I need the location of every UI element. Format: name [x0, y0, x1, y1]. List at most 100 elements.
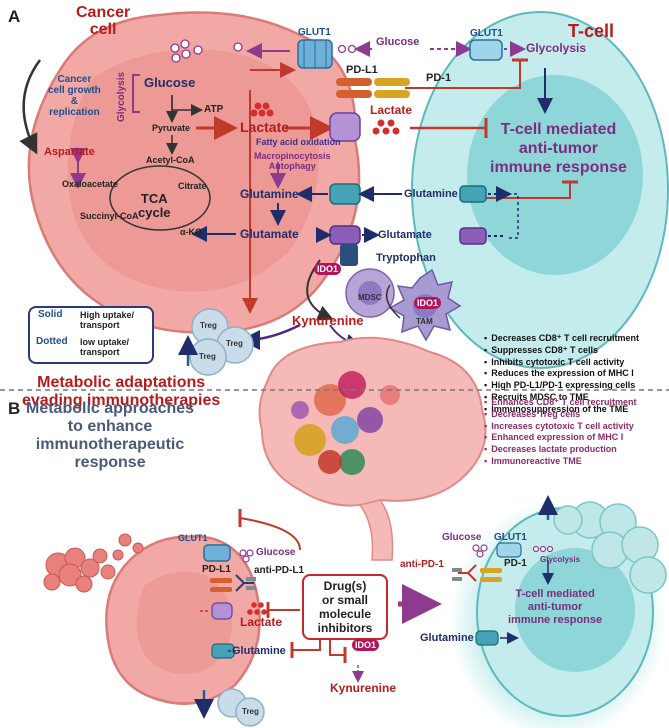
kynurenine-b-label: Kynurenine	[330, 681, 397, 695]
glycolysis-b-label: Glycolysis	[540, 555, 581, 564]
glutamine-transporter-tcell	[459, 185, 487, 203]
glutamate-transporter	[329, 225, 361, 245]
glut1-left-label: GLUT1	[298, 27, 331, 38]
glucose-molecules-ext	[337, 44, 357, 54]
tryptophan-transporter	[340, 244, 358, 266]
glut1-transporter-right	[469, 39, 503, 61]
cancer-cell-nucleus	[67, 49, 320, 292]
glucose-b-right-molecules	[472, 544, 554, 558]
citrate-label: Citrate	[178, 181, 207, 191]
effect-b-item: Decreases Treg cells	[484, 409, 637, 421]
treg-label-2: Treg	[226, 339, 243, 348]
anti-pdl1-label: anti-PD-L1	[254, 565, 304, 576]
panel-a-letter: A	[8, 7, 21, 26]
glycolysis-bracket	[132, 74, 140, 113]
legend-box	[28, 306, 154, 364]
treg-b-label: Treg	[242, 707, 259, 716]
pdl1-b-label: PD-L1	[202, 564, 231, 575]
lactate-in-label: Lactate	[240, 119, 290, 135]
effect-b-item: Immunoreactive TME	[484, 456, 637, 468]
glutamine-b-right-label: Glutamine	[420, 632, 474, 644]
glutamine-ext-label: Glutamine	[404, 188, 458, 200]
effect-a-item: Decreases CD8⁺ T cell recruitment	[484, 333, 639, 345]
panel-b-effects-list: Enhances CD8⁺ T cell recruitment Decreas…	[484, 397, 637, 468]
glut1-b-transporter	[203, 544, 231, 562]
lactate-b-transporter	[211, 602, 233, 620]
lactate-transporter	[329, 112, 361, 142]
mdsc-label: MDSC	[358, 293, 382, 302]
glucose-molecules-in	[170, 39, 243, 63]
ido1-badge-a: IDO1	[314, 263, 342, 275]
ido1-b-badge: IDO1	[352, 639, 380, 651]
lactate-molecules-ext	[372, 119, 400, 135]
pdl1-b-antibody	[210, 574, 256, 592]
lactate-molecules-in	[250, 102, 274, 117]
tcell-response-label: T-cell mediated anti-tumor immune respon…	[490, 121, 627, 176]
cancer-cell-b-nucleus	[136, 571, 232, 674]
macropinocytosis-label: Macropinocytosis Autophagy	[254, 151, 331, 171]
tcell-glycolysis-label: Glycolysis	[526, 41, 587, 55]
glut1-transporter-left	[297, 39, 333, 69]
cancer-cell-title: Cancer cell	[76, 4, 131, 38]
glucose-b-left-label: Glucose	[256, 547, 296, 558]
glutamate-ext-label: Glutamate	[378, 229, 432, 241]
effect-a-item: Reduces the expression of MHC I	[484, 368, 639, 380]
atp-label: ATP	[204, 104, 224, 115]
effect-a-item: Inhibits cytotoxic T cell activity	[484, 357, 639, 369]
succinyl-coa-label: Succinyl-CoA	[80, 211, 139, 221]
pd1-b-label: PD-1	[504, 558, 527, 569]
panel-b-title: Metabolic approaches to enhance immunoth…	[26, 400, 195, 471]
pdl1-label: PD-L1	[346, 64, 378, 76]
t-cell-title: T-cell	[568, 21, 615, 41]
glutamine-in-label: Glutamine	[240, 187, 299, 201]
brain-illustration	[258, 336, 487, 561]
effect-a-item: Suppresses CD8⁺ T cells	[484, 345, 639, 357]
effect-b-item: Enhanced expression of MHC I	[484, 432, 637, 444]
glut1-right-label: GLUT1	[470, 28, 503, 39]
oxaloacetate-label: Oxaloacetate	[62, 179, 119, 189]
tam-label: TAM	[416, 317, 433, 326]
treg-label-1: Treg	[200, 321, 217, 330]
lactate-b-label: Lactate	[240, 615, 283, 629]
growth-loop-arrow	[19, 59, 42, 155]
glutamine-b-right-transporter	[475, 630, 499, 646]
drug-inhibit-glut1-line	[239, 517, 301, 551]
tryptophan-label: Tryptophan	[376, 252, 436, 264]
glutamine-transporter	[329, 183, 361, 205]
fatty-acid-label: Fatty acid oxidation	[256, 137, 341, 147]
legend-dotted-label: Dotted	[36, 336, 68, 347]
ido1-badge-b: IDO1	[414, 297, 442, 309]
kynurenine-label: Kynurenine	[292, 313, 364, 328]
glucose-b-right-label: Glucose	[442, 532, 482, 543]
effect-a-item: High PD-L1/PD-1 expressing cells	[484, 380, 639, 392]
panel-b-letter: B	[8, 399, 21, 418]
pd1-b-antibody	[452, 564, 502, 582]
tca-cycle-loop	[109, 165, 211, 231]
anti-pd1-label: anti-PD-1	[400, 559, 444, 570]
glut1-b-left-label: GLUT1	[178, 533, 208, 543]
pdl1-pd1-complex	[336, 78, 410, 98]
treg-cells-a	[189, 308, 254, 376]
acetyl-coa-label: Acetyl-CoA	[146, 155, 195, 165]
pd1-inhibition-line	[405, 60, 521, 89]
effect-b-item: Increases cytotoxic T cell activity	[484, 421, 637, 433]
proliferating-tcells	[553, 501, 667, 594]
glutamine-b-left-label: Glutamine	[232, 645, 286, 657]
tcell-b-response-label: T-cell mediated anti-tumor immune respon…	[508, 588, 603, 626]
drug-inhibitors-box: Drug(s) or small molecule inhibitors	[302, 574, 388, 640]
tumor-cluster	[43, 533, 144, 593]
tca-cycle-label: TCA cycle	[138, 191, 171, 220]
glycolysis-vertical-label: Glycolysis	[116, 71, 127, 122]
glucose-b-molecules	[239, 549, 254, 563]
glutamate-in-label: Glutamate	[240, 227, 299, 241]
pd1-label: PD-1	[426, 72, 452, 84]
cell-growth-label: Cancer cell growth & replication	[48, 74, 101, 118]
lactate-ext-label: Lactate	[370, 103, 413, 117]
glucose-ext-label: Glucose	[376, 36, 420, 48]
glut1-b-right-transporter	[496, 542, 522, 558]
glucose-in-label: Glucose	[144, 75, 196, 90]
glut1-b-right-label: GLUT1	[494, 532, 527, 543]
legend-solid-desc: High uptake/ transport	[80, 310, 135, 330]
